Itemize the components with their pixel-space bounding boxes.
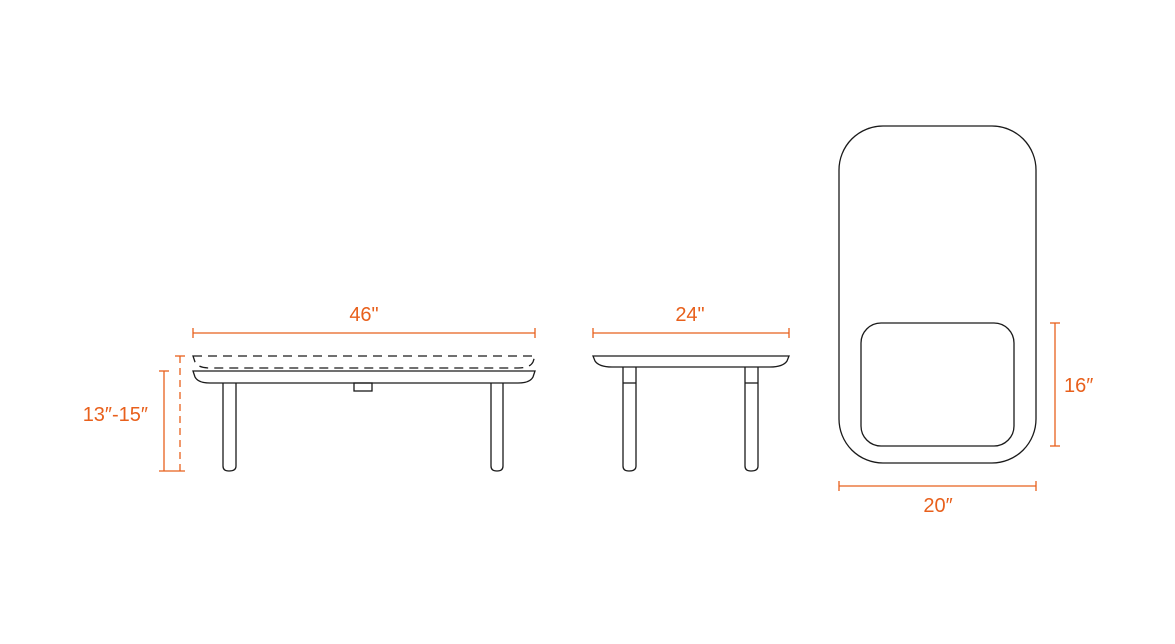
top-width-label: 20″ <box>923 495 952 517</box>
side-view <box>592 355 790 472</box>
top-outline <box>838 125 1037 464</box>
side-tabletop <box>592 355 790 368</box>
front-tabletop <box>192 370 536 384</box>
top-inset-height-dimension <box>1050 322 1060 447</box>
top-inset-height-label: 16″ <box>1064 375 1093 397</box>
top-inset-panel <box>860 322 1015 447</box>
side-width-dimension <box>592 328 790 338</box>
side-right-leg <box>744 367 759 472</box>
front-height-label: 13″-15″ <box>83 404 148 426</box>
top-width-dimension <box>838 481 1037 491</box>
front-left-leg <box>222 383 237 472</box>
top-view <box>838 125 1037 464</box>
front-center-bracket <box>353 382 373 392</box>
front-height-dimension <box>159 355 185 472</box>
front-width-label: 46" <box>349 304 378 326</box>
side-left-leg <box>622 367 637 472</box>
side-width-label: 24" <box>675 304 704 326</box>
front-right-leg <box>490 383 504 472</box>
front-tabletop-raised-outline <box>192 355 536 369</box>
front-width-dimension <box>192 328 536 338</box>
front-view <box>192 355 536 472</box>
